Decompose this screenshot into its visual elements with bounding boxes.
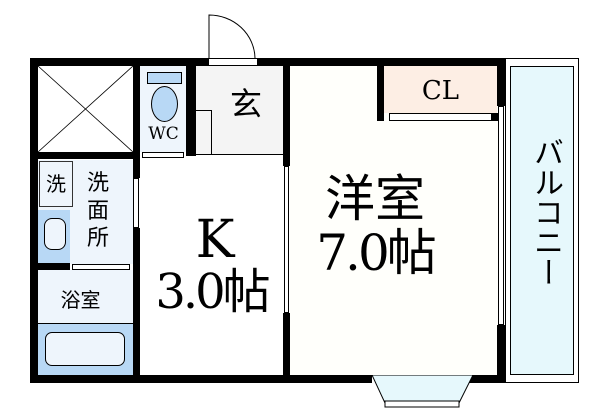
outer-wall-top: [30, 58, 208, 66]
washroom-door[interactable]: [133, 178, 139, 228]
entrance-door-swing: [208, 14, 256, 59]
toilet-tank-icon: [147, 72, 182, 84]
closet-label: CL: [421, 76, 460, 106]
kitchen-sliding-door[interactable]: [284, 166, 289, 313]
kitchen: K 3.0帖: [140, 156, 283, 375]
storage-area: [37, 65, 134, 153]
kitchen-label: K: [195, 210, 235, 270]
washer-label: 洗: [46, 172, 66, 196]
entrance-door[interactable]: [208, 58, 258, 66]
closet: CL: [384, 66, 497, 113]
outer-wall-bottom: [30, 375, 372, 383]
entrance: 玄: [196, 66, 283, 155]
bathroom-door[interactable]: [72, 264, 130, 270]
outer-wall-top-right: [258, 58, 506, 66]
washroom-label: 洗面所: [86, 171, 109, 251]
storage-cross-mark: [37, 65, 134, 153]
wc-room: WC: [140, 66, 187, 152]
wc-door[interactable]: [142, 152, 184, 158]
balcony-window[interactable]: [498, 106, 504, 325]
bathroom: 浴室: [38, 270, 133, 375]
balcony-label: バルコニー: [528, 137, 563, 287]
washroom: 洗 洗面所: [38, 160, 133, 264]
entrance-label: 玄: [229, 85, 262, 123]
sink-icon: [38, 210, 70, 264]
washing-machine-space: 洗: [39, 161, 73, 207]
outer-wall-bottom-right: [466, 375, 506, 383]
wc-label: WC: [148, 124, 179, 144]
outer-wall-right: [497, 58, 505, 106]
western-room-size: 7.0帖: [316, 224, 437, 282]
toilet-bowl-icon: [151, 86, 178, 122]
western-room-label: 洋室: [325, 170, 425, 228]
bathroom-label: 浴室: [60, 288, 101, 312]
balcony: バルコニー: [505, 58, 579, 383]
bay-window[interactable]: [365, 375, 480, 411]
bathtub-icon: [45, 332, 125, 366]
kitchen-size: 3.0帖: [155, 264, 270, 320]
outer-wall-left: [30, 58, 38, 383]
closet-doors: [389, 113, 492, 121]
